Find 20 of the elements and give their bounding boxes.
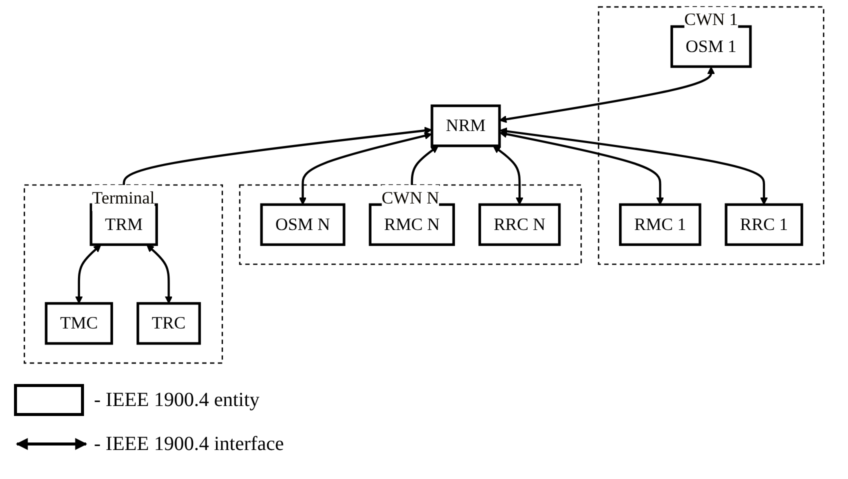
node-box: RMC N	[368, 203, 455, 246]
arrow	[298, 132, 432, 205]
node-box: RMC 1	[619, 203, 702, 246]
arrow	[492, 146, 524, 205]
arrow	[146, 244, 173, 304]
legend-text: - IEEE 1900.4 entity	[94, 388, 260, 412]
arrow	[75, 244, 102, 304]
node-box: TMC	[44, 302, 114, 345]
node-box: RRC 1	[724, 203, 804, 246]
arrow	[120, 126, 432, 205]
node-box: OSM 1	[670, 25, 752, 68]
node-box: TRC	[136, 302, 201, 345]
legend-text: - IEEE 1900.4 interface	[94, 432, 284, 456]
arrow	[500, 127, 768, 205]
arrow	[500, 130, 664, 205]
node-box: RRC N	[478, 203, 561, 246]
arrow	[499, 66, 715, 124]
node-box: OSM N	[260, 203, 346, 246]
node-box: TRM	[90, 203, 158, 246]
node-box: NRM	[430, 104, 501, 148]
